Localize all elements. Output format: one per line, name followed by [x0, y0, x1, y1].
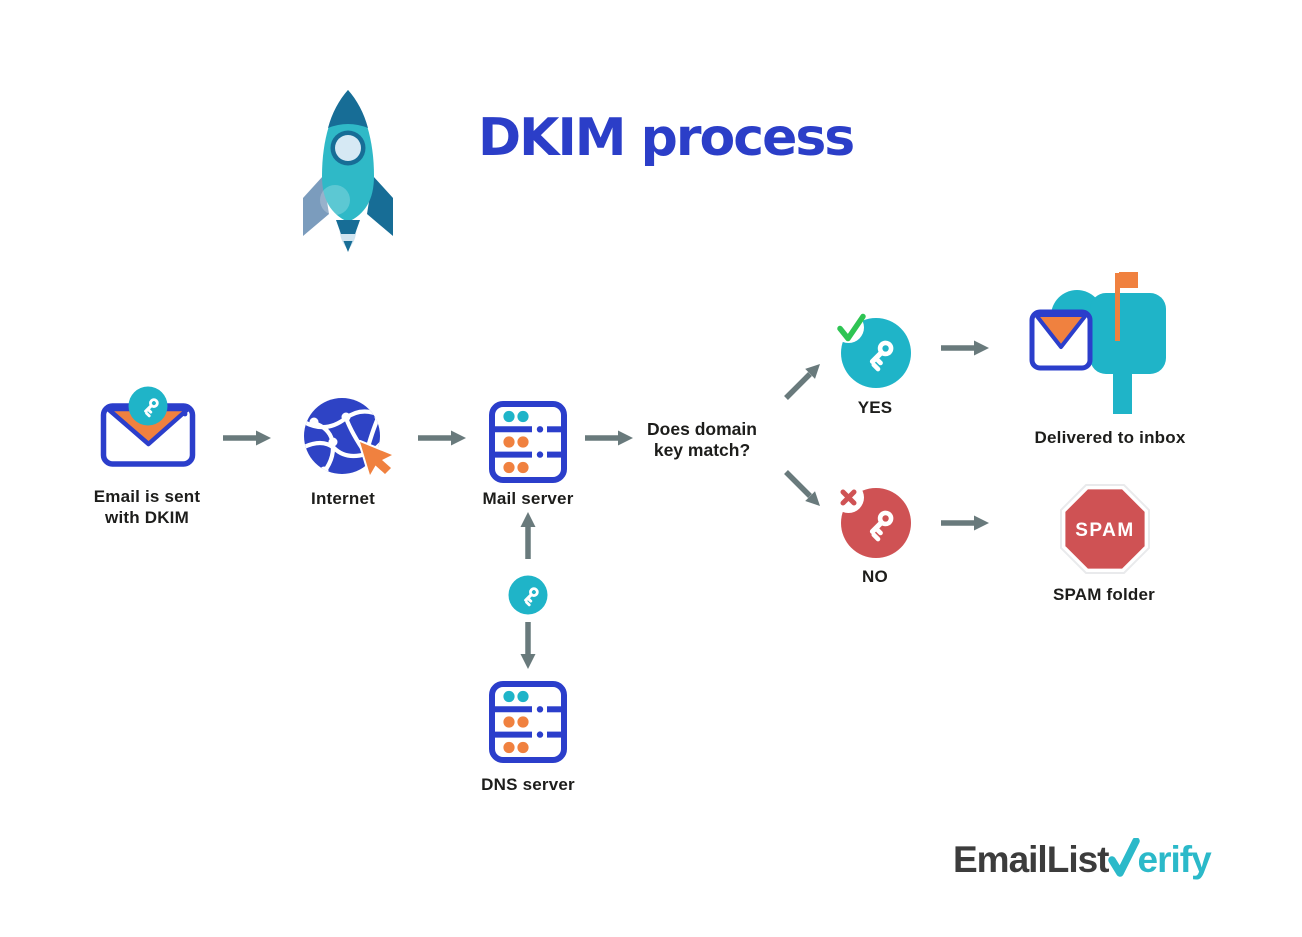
cursor-icon [358, 440, 394, 477]
logo-text-dark: EmailList [953, 839, 1109, 880]
logo-text-teal: erify [1137, 839, 1212, 880]
mail-server-icon [489, 401, 567, 483]
question-label: Does domain key match? [647, 419, 757, 460]
brand-logo: EmailList erify [953, 838, 1212, 880]
spam-folder-label: SPAM folder [1052, 585, 1155, 604]
arrow-email-to-internet [223, 430, 271, 446]
internet-globe-icon [304, 398, 394, 477]
arrow-internet-to-mailserver [418, 430, 466, 446]
key-badge-icon [128, 386, 168, 426]
mail-server-label: Mail server [482, 489, 574, 508]
dns-key-badge-icon [508, 575, 548, 615]
logo-check-icon [1107, 838, 1140, 877]
dns-server-label: DNS server [481, 775, 575, 794]
yes-label: YES [857, 398, 893, 417]
arrow-question-to-yes [784, 364, 820, 400]
email-label: Email is sent with DKIM [93, 487, 201, 527]
arrow-key-to-mailserver [520, 512, 536, 559]
email-with-key-icon [100, 386, 196, 467]
arrow-yes-to-inbox [941, 340, 989, 356]
arrow-key-to-dnsserver [520, 622, 536, 669]
check-icon [837, 313, 866, 342]
delivered-label: Delivered to inbox [1034, 428, 1186, 447]
spam-sign-text: SPAM [1075, 520, 1134, 541]
envelope-icon [1029, 309, 1093, 371]
internet-label: Internet [311, 489, 375, 508]
arrow-no-to-spam [941, 515, 989, 531]
x-icon [840, 489, 857, 506]
mailbox-icon [1029, 272, 1166, 414]
spam-stop-sign-icon: SPAM [1060, 484, 1150, 574]
arrow-mailserver-to-question [585, 430, 633, 446]
no-label: NO [862, 567, 888, 586]
no-key-badge-icon [835, 482, 911, 558]
rocket-icon [303, 90, 393, 252]
arrow-question-to-no [784, 470, 820, 506]
page-title: DKIM process [478, 108, 855, 168]
yes-key-badge-icon [835, 312, 911, 388]
dns-server-icon [489, 681, 567, 763]
mailbox-flag-icon [1115, 272, 1138, 341]
